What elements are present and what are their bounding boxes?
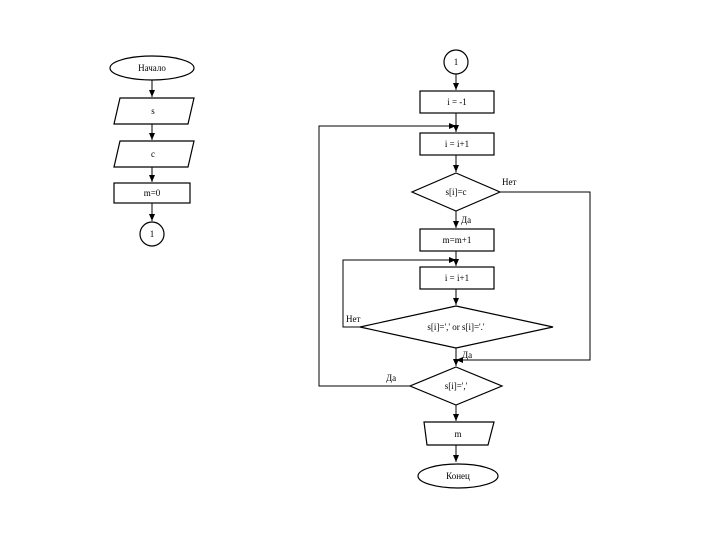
loop-cond-comma-yes [318, 123, 456, 387]
connector-out [139, 221, 165, 247]
cond-char-label: s[i]=c [445, 187, 466, 197]
inc-i-outer-label: i = i+1 [445, 139, 469, 149]
cond-comma-label: s[i]=',' [445, 381, 468, 391]
input-s-label: s [151, 106, 155, 116]
input-s-parallelogram [113, 97, 195, 125]
connector-out-label: 1 [150, 229, 155, 239]
cond-sep-label: s[i]=',' or s[i]='.' [427, 322, 485, 332]
init-m-label: m=0 [144, 188, 161, 198]
cond-comma-yes-label: Да [386, 373, 396, 383]
inc-m-label: m=m+1 [443, 235, 472, 245]
right-column: 1 i = -1 i = i+1 s[i]=c Нет Да m=m+1 i =… [318, 49, 591, 489]
cond-sep-no-label: Нет [346, 314, 360, 324]
init-i-label: i = -1 [447, 97, 467, 107]
output-m-label: m [454, 429, 461, 439]
output-m-parallelogram [423, 421, 495, 446]
init-i-process [419, 90, 495, 114]
inc-i-inner-process [419, 266, 495, 290]
left-column: Начало s c m=0 1 [109, 55, 195, 247]
loop-cond-sep-no [342, 257, 456, 328]
inc-i-outer-process [419, 132, 495, 156]
cond-char-no-label: Нет [502, 177, 516, 187]
end-label: Конец [446, 471, 470, 481]
input-c-label: c [151, 149, 155, 159]
input-c-parallelogram [113, 140, 195, 168]
inc-m-process [419, 228, 495, 252]
cond-char-yes-label: Да [461, 215, 471, 225]
start-label: Начало [138, 63, 166, 73]
loop-cond-char-no [456, 191, 591, 363]
inc-i-inner-label: i = i+1 [445, 273, 469, 283]
end-terminator [417, 463, 499, 489]
connector-in-label: 1 [454, 57, 459, 67]
cond-sep-yes-label: Да [462, 350, 472, 360]
